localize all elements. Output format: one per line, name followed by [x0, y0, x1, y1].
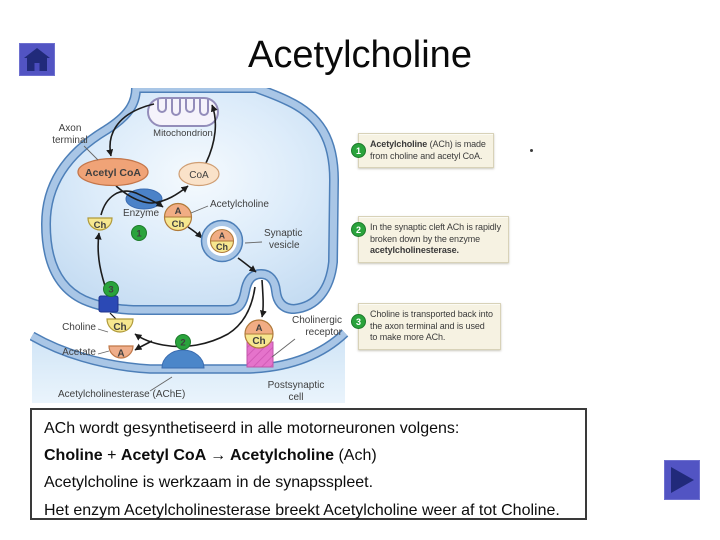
step-3-badge: 3	[108, 285, 113, 296]
acetyl-coa-shape: Acetyl CoA	[77, 157, 149, 187]
summary-box: ACh wordt gesynthetiseerd in alle motorn…	[30, 408, 587, 520]
page-title: Acetylcholine	[248, 34, 472, 76]
ch-label: Ch	[172, 219, 185, 230]
axon-terminal-membrane	[40, 88, 340, 315]
ach-on-receptor: A Ch	[244, 319, 274, 349]
ache-label: Acetylcholinesterase (AChE)	[58, 389, 185, 400]
ch-label: Ch	[252, 336, 265, 347]
coa-label: CoA	[189, 170, 209, 181]
annotation-line: acetylcholinesterase.	[370, 245, 459, 255]
choline-upper-shape: Ch	[87, 217, 113, 231]
postsynaptic-cell-label-2: cell	[288, 392, 303, 403]
choline-lower-shape: Ch	[106, 318, 134, 333]
annotation-line: Acetylcholine (ACh) is made	[370, 139, 486, 149]
step-badge: 2	[351, 222, 366, 237]
synaptic-vesicle-shape: A Ch	[200, 219, 244, 263]
enzyme-label: Enzyme	[123, 208, 160, 219]
choline-label: Choline	[62, 322, 96, 333]
cholinergic-receptor-label-2: receptor	[305, 327, 342, 338]
acetate-label: Acetate	[62, 347, 96, 358]
annotation-line: In the synaptic cleft ACh is rapidly	[370, 222, 501, 232]
annotation-box-2: 2 In the synaptic cleft ACh is rapidly b…	[351, 216, 509, 263]
step-2-badge: 2	[180, 338, 185, 349]
annotation-line: from choline and acetyl CoA.	[370, 150, 483, 161]
ch-label: Ch	[113, 322, 126, 333]
ch-label: Ch	[216, 242, 228, 252]
cycle-arrows	[94, 103, 267, 351]
next-button[interactable]	[664, 460, 700, 500]
postsynaptic-cell-body	[32, 333, 345, 403]
step-badge: 1	[351, 143, 366, 158]
axon-terminal-label-2: terminal	[52, 135, 88, 146]
home-icon	[24, 48, 50, 71]
annotation-line: broken down by the enzyme	[370, 233, 481, 244]
ach-molecule: A Ch	[163, 202, 193, 232]
ch-label: Ch	[94, 220, 107, 231]
acetylcholine-cycle-figure: Acetyl CoA CoA A Ch	[30, 88, 349, 403]
mitochondrion-shape	[147, 97, 219, 127]
axon-terminal-label-1: Axon	[59, 123, 82, 134]
a-label: A	[117, 349, 124, 360]
acetate-shape: A	[108, 345, 134, 360]
formula-line: Choline + Acetyl CoA → Acetylcholine (Ac…	[44, 447, 377, 465]
annotation-box-1: 1 Acetylcholine (ACh) is made from choli…	[351, 133, 494, 168]
cholinergic-receptor-label-1: Cholinergic	[292, 315, 342, 326]
acetylcholine-label: Acetylcholine	[210, 199, 269, 210]
a-label: A	[256, 323, 263, 334]
step-badge: 3	[351, 314, 366, 329]
leader-lines	[83, 145, 296, 392]
annotation-box-3: 3 Choline is transported back into the a…	[351, 303, 501, 350]
choline-transporter	[98, 295, 119, 313]
postsynaptic-membrane	[30, 329, 349, 374]
step-markers: 1 2 3	[103, 225, 191, 350]
annotation-line: to make more ACh.	[370, 332, 446, 342]
summary-line-4: Het enzym Acetylcholinesterase breekt Ac…	[44, 501, 560, 519]
acetyl-coa-label: Acetyl CoA	[85, 167, 141, 179]
postsynaptic-cell-label-1: Postsynaptic	[268, 380, 325, 391]
coa-shape: CoA	[178, 161, 220, 187]
a-label: A	[175, 206, 182, 217]
summary-line-3: Acetylcholine is werkzaam in de synapssp…	[44, 474, 374, 492]
enzyme-shape	[125, 188, 163, 210]
synaptic-vesicle-label-1: Synaptic	[264, 228, 302, 239]
annotation-line: the axon terminal and is used	[370, 320, 485, 331]
a-label: A	[219, 231, 225, 241]
annotation-line: Choline is transported back into	[370, 309, 493, 319]
synaptic-vesicle-label-2: vesicle	[269, 240, 300, 251]
step-1-badge: 1	[136, 229, 142, 240]
neuron-diagram: Acetyl CoA CoA A Ch	[30, 88, 350, 403]
summary-line-1: ACh wordt gesynthetiseerd in alle motorn…	[44, 420, 460, 437]
next-arrow-icon	[671, 467, 694, 493]
stray-dot	[530, 149, 533, 152]
mitochondrion-label: Mitochondrion	[153, 128, 213, 139]
home-button[interactable]	[19, 43, 55, 76]
ache-enzyme-dome	[161, 349, 205, 369]
